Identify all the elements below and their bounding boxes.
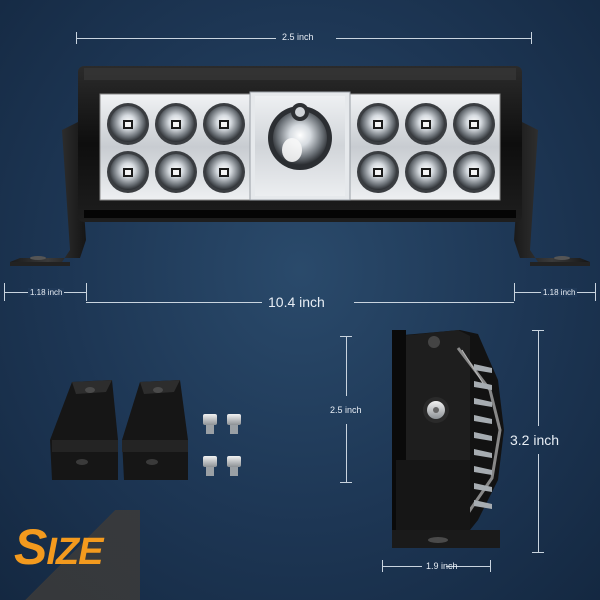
cooling-fin [474,432,492,441]
led-pod [155,151,197,193]
led-pod [107,103,149,145]
spare-bracket-left [50,380,118,480]
led-pod [453,151,495,193]
led-pod [405,151,447,193]
right-bracket-tick-a [514,283,515,301]
cooling-fin [474,466,492,475]
cooling-fin [474,381,492,390]
left-bracket-tick-b [86,283,87,301]
spare-bracket-right [122,380,188,480]
top-width-tick-left [76,32,77,44]
cooling-fin [474,449,492,458]
total-height-tick-top [532,330,544,331]
top-width-line-left [76,38,276,39]
bolt [203,456,217,476]
right-bracket-tick-b [595,283,596,301]
side-height-tick-bottom [340,482,352,483]
bolt [203,414,217,434]
size-badge-rest: IZE [46,531,103,573]
size-badge-initial: S [14,519,47,575]
depth-tick-right [490,560,491,572]
cooling-fin [474,398,492,407]
led-array-right [357,103,495,193]
right-mount-bracket [514,122,590,266]
led-pod [203,103,245,145]
side-height-line-bottom [346,424,347,482]
left-bracket-label: 1.18 inch [28,288,65,297]
overall-length-line-right [354,302,514,303]
overall-length-label: 10.4 inch [268,294,325,310]
led-pod [357,103,399,145]
led-pod [107,151,149,193]
right-bracket-label: 1.18 inch [541,288,578,297]
left-bracket-tick-a [4,283,5,301]
center-projector-lens [249,91,351,201]
depth-tick-left [382,560,383,572]
cooling-fin [474,500,492,509]
bolt [227,414,241,434]
side-height-tick-top [340,336,352,337]
total-height-label: 3.2 inch [510,432,560,448]
mounting-bolts [203,414,241,476]
depth-line-left [382,566,422,567]
overall-length-line-left [86,302,262,303]
cooling-fin [474,483,492,492]
led-pod [357,151,399,193]
total-height-line-top [538,330,539,426]
cooling-fin [474,364,492,373]
corner-decoration [0,510,140,600]
led-pod [155,103,197,145]
side-height-label: 2.5 inch [330,405,362,415]
top-width-line-right [336,38,532,39]
size-badge: SIZE [14,518,103,576]
led-pod [453,103,495,145]
side-height-line-top [346,336,347,396]
led-pod [203,151,245,193]
total-height-line-bottom [538,454,539,552]
total-height-tick-bottom [532,552,544,553]
led-array-left [107,103,245,193]
depth-label: 1.9 inch [426,561,458,571]
bolt [227,456,241,476]
cooling-fin [474,415,492,424]
led-pod [405,103,447,145]
depth-line-right [446,566,490,567]
side-view-light [392,330,504,548]
top-width-tick-right [531,32,532,44]
left-mount-bracket [10,122,86,266]
top-width-label: 2.5 inch [282,32,314,42]
